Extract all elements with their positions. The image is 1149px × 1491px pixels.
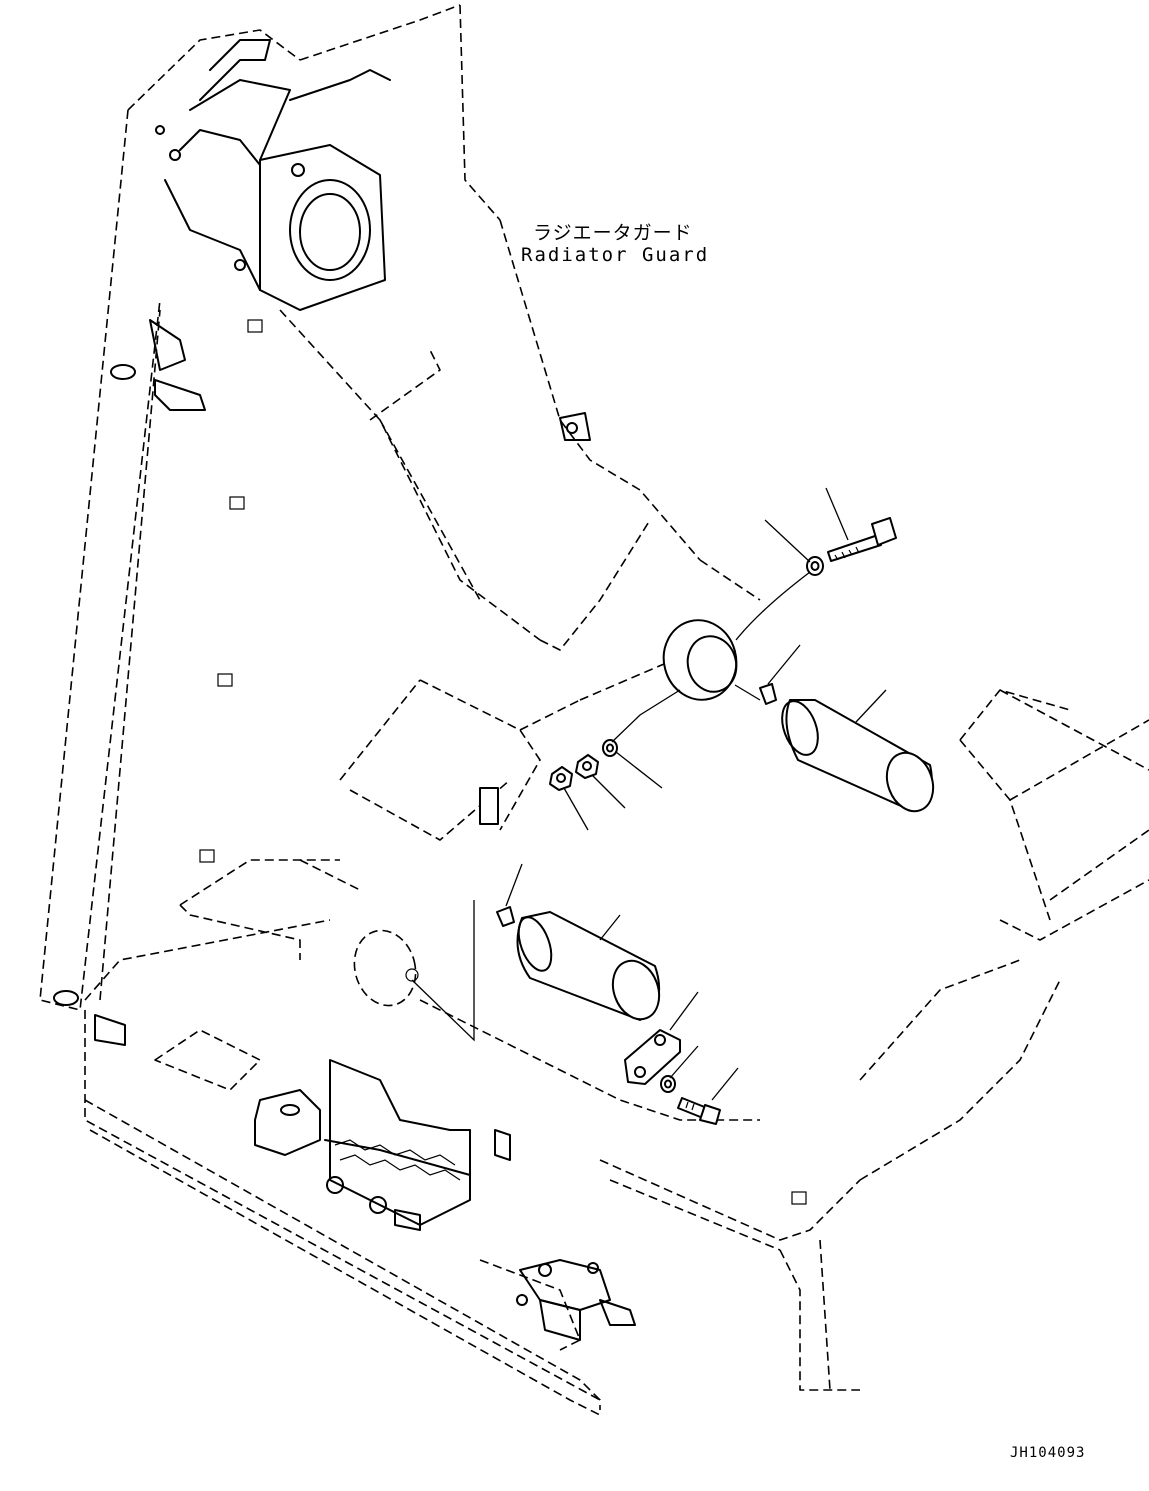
drawing-id: JH104093	[1010, 1445, 1086, 1461]
hitch-bracket	[479, 1259, 636, 1351]
leader-lines	[411, 487, 887, 1101]
upper-pin-assembly	[549, 517, 935, 813]
fan-housing	[155, 39, 391, 311]
radiator-guard-frame	[39, 4, 1149, 1416]
radiator-guard-label-jp: ラジエータガード	[533, 222, 693, 244]
step-assembly	[154, 1029, 511, 1231]
radiator-guard-label-en: Radiator Guard	[521, 244, 710, 266]
lower-pin-assembly	[353, 906, 721, 1125]
frame-bosses	[53, 319, 807, 1205]
